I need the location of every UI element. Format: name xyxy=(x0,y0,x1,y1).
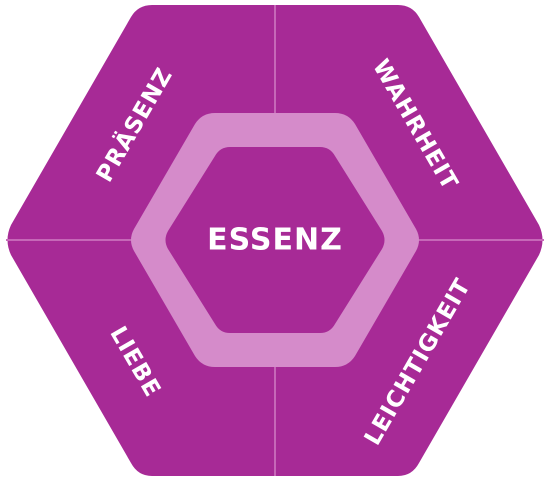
center-hexagon xyxy=(165,147,385,333)
center-label: ESSENZ xyxy=(207,223,343,258)
